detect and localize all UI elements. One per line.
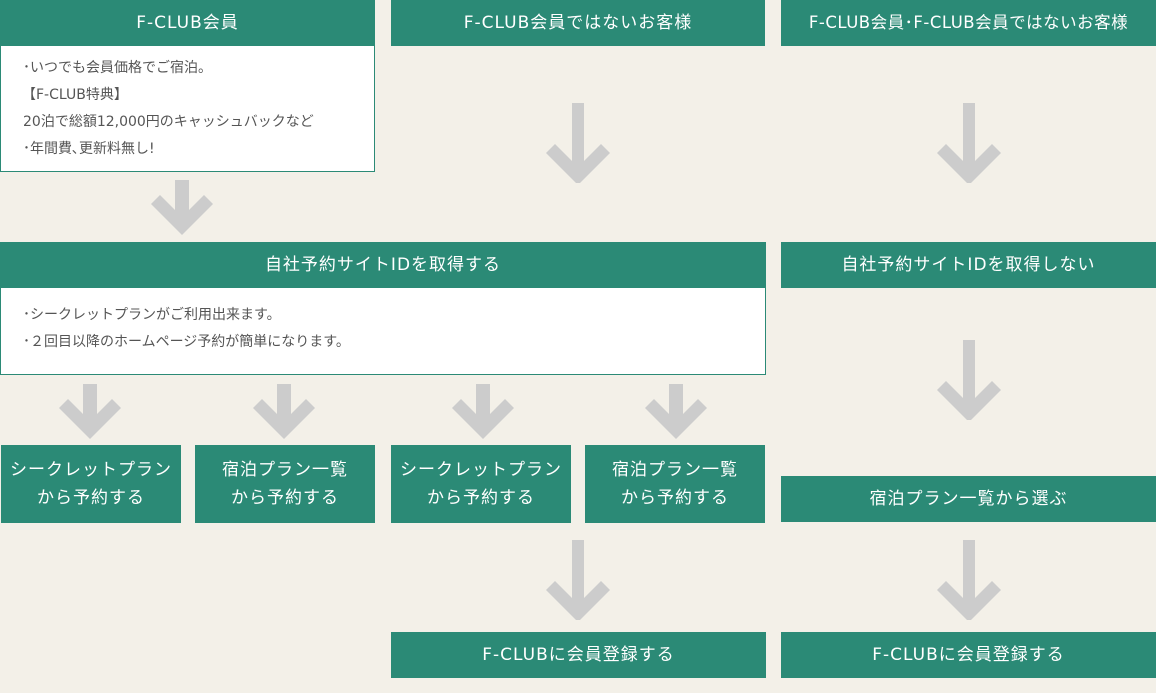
benefit-line: ･いつでも会員価格でご宿泊。	[23, 60, 212, 76]
header-both: F-CLUB会員･F-CLUB会員ではないお客様	[781, 0, 1156, 46]
header-non-members-label: F-CLUB会員ではないお客様	[463, 13, 693, 33]
down-arrow-icon	[645, 384, 707, 440]
header-non-members: F-CLUB会員ではないお客様	[391, 0, 765, 46]
id-acquire-header: 自社予約サイトIDを取得する	[0, 242, 766, 288]
stay-plan-box-1: 宿泊プラン一覧 から予約する	[195, 445, 375, 523]
header-members-label: F-CLUB会員	[136, 13, 239, 33]
secret-plan-box-2: シークレットプラン から予約する	[391, 445, 571, 523]
benefit-line: ･シークレットプランがご利用出来ます。	[23, 307, 281, 323]
down-arrow-icon	[937, 103, 1001, 183]
register-label: F-CLUBに会員登録する	[872, 645, 1065, 665]
register-box-2: F-CLUBに会員登録する	[781, 632, 1156, 678]
secret-plan-line2: から予約する	[427, 488, 535, 508]
choose-plan-box: 宿泊プラン一覧から選ぶ	[781, 476, 1156, 522]
stay-plan-line2: から予約する	[621, 488, 729, 508]
down-arrow-icon	[59, 384, 121, 440]
id-acquire-label: 自社予約サイトIDを取得する	[264, 255, 502, 275]
stay-plan-box-2: 宿泊プラン一覧 から予約する	[585, 445, 765, 523]
down-arrow-icon	[452, 384, 514, 440]
id-acquire-benefits-box: ･シークレットプランがご利用出来ます。 ･２回目以降のホームページ予約が簡単にな…	[0, 288, 766, 375]
benefit-line: 【F-CLUB特典】	[22, 87, 128, 103]
down-arrow-icon	[151, 180, 213, 236]
secret-plan-line1: シークレットプラン	[400, 460, 562, 480]
secret-plan-line2: から予約する	[37, 488, 145, 508]
register-box-1: F-CLUBに会員登録する	[391, 632, 766, 678]
header-members: F-CLUB会員	[0, 0, 375, 46]
down-arrow-icon	[937, 340, 1001, 420]
choose-plan-label: 宿泊プラン一覧から選ぶ	[869, 489, 1068, 509]
down-arrow-icon	[253, 384, 315, 440]
secret-plan-line1: シークレットプラン	[10, 460, 172, 480]
stay-plan-line2: から予約する	[231, 488, 339, 508]
header-both-label: F-CLUB会員･F-CLUB会員ではないお客様	[808, 13, 1129, 32]
id-no-acquire-header: 自社予約サイトIDを取得しない	[781, 242, 1156, 288]
down-arrow-icon	[546, 103, 610, 183]
down-arrow-icon	[937, 540, 1001, 620]
secret-plan-box-1: シークレットプラン から予約する	[1, 445, 181, 523]
stay-plan-line1: 宿泊プラン一覧	[222, 460, 348, 480]
benefit-line: ･年間費､更新料無し!	[23, 141, 155, 157]
benefit-line: 20泊で総額12,000円のキャッシュバックなど	[23, 114, 314, 130]
down-arrow-icon	[546, 540, 610, 620]
stay-plan-line1: 宿泊プラン一覧	[612, 460, 738, 480]
benefit-line: ･２回目以降のホームページ予約が簡単になります。	[23, 334, 350, 350]
members-benefits-box: ･いつでも会員価格でご宿泊。 【F-CLUB特典】 20泊で総額12,000円の…	[0, 46, 375, 172]
id-no-acquire-label: 自社予約サイトIDを取得しない	[841, 255, 1096, 275]
register-label: F-CLUBに会員登録する	[482, 645, 675, 665]
